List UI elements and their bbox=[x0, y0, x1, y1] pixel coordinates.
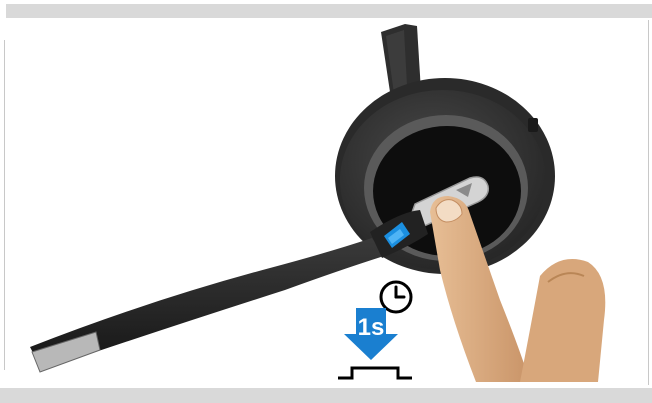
duration-label: 1s bbox=[358, 314, 385, 341]
button-press-icon bbox=[338, 368, 412, 378]
press-arrow-icon: 1s bbox=[344, 308, 398, 360]
clock-icon bbox=[381, 282, 411, 312]
bottom-frame-bar bbox=[0, 388, 652, 403]
